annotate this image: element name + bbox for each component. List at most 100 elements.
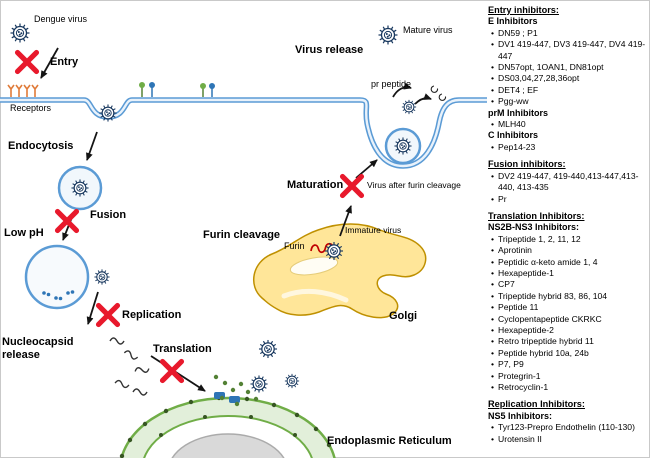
arrow-pr-release-2 bbox=[414, 93, 432, 105]
bullet-marker: • bbox=[491, 62, 495, 73]
inhibitor-item: •Urotensin II bbox=[488, 434, 647, 445]
bullet-marker: • bbox=[491, 73, 495, 84]
inhibitor-panel: Entry inhibitors:E Inhibitors•DN59 ; P1•… bbox=[488, 5, 647, 445]
inhibitor-heading: E Inhibitors bbox=[488, 16, 538, 27]
pr-peptide-bits bbox=[430, 85, 447, 101]
transport-virus-icon bbox=[249, 374, 269, 394]
arrow-nucleocapsid-release bbox=[86, 291, 99, 325]
bullet-marker: • bbox=[491, 336, 495, 347]
bullet-marker: • bbox=[491, 84, 495, 95]
inhibitor-heading: C Inhibitors bbox=[488, 130, 538, 141]
inhibitor-item-text: Tripeptide 1, 2, 11, 12 bbox=[498, 233, 581, 244]
bullet-marker: • bbox=[491, 347, 495, 358]
bullet-marker: • bbox=[491, 193, 495, 204]
bullet-marker: • bbox=[491, 279, 495, 290]
inhibitor-item-text: DV2 419-447, 419-440,413-447,413-440, 41… bbox=[498, 170, 639, 193]
cell-diagram bbox=[0, 22, 487, 458]
inhibitor-item: •Pr bbox=[488, 194, 647, 205]
released-virus-icon bbox=[401, 99, 417, 115]
inhibitor-item-text: Pgg-ww bbox=[498, 96, 529, 107]
bullet-marker: • bbox=[491, 245, 495, 256]
bullet-marker: • bbox=[491, 422, 495, 433]
inhibitor-item-text: Peptide hybrid 10a, 24b bbox=[498, 347, 589, 358]
inhibitor-item: •Cyclopentapeptide CKRKC bbox=[488, 314, 647, 325]
inhibitor-heading: Translation Inhibitors: bbox=[488, 210, 585, 221]
inhibitor-item: •DET4 ; EF bbox=[488, 85, 647, 96]
inhibitor-item: •DV2 419-447, 419-440,413-447,413-440, 4… bbox=[488, 171, 647, 194]
inhibitor-item-text: DET4 ; EF bbox=[498, 84, 539, 95]
inhibitor-item: •Hexapeptide-2 bbox=[488, 325, 647, 336]
bullet-marker: • bbox=[491, 359, 495, 370]
nucleocapsid-release-label: Nucleocapsid release bbox=[2, 336, 74, 361]
bullet-marker: • bbox=[491, 141, 495, 152]
bullet-marker: • bbox=[491, 27, 495, 38]
bullet-marker: • bbox=[491, 433, 495, 444]
inhibitor-item: •CP7 bbox=[488, 279, 647, 290]
arrow-entry bbox=[40, 47, 59, 79]
inhibitor-item: •MLH40 bbox=[488, 119, 647, 130]
ribosome-dots bbox=[119, 395, 332, 458]
bullet-marker: • bbox=[491, 96, 495, 107]
bullet-marker: • bbox=[491, 290, 495, 301]
inhibitor-item-text: Aprotinin bbox=[498, 245, 532, 256]
furin-label: Furin bbox=[284, 241, 305, 251]
inhibitor-item-text: CP7 bbox=[498, 279, 515, 290]
inhibitor-item: •Pep14-23 bbox=[488, 142, 647, 153]
inhibitor-item-text: Hexapeptide-2 bbox=[498, 324, 554, 335]
endosome-proteins bbox=[42, 290, 75, 301]
bullet-marker: • bbox=[491, 233, 495, 244]
bullet-marker: • bbox=[491, 256, 495, 267]
bullet-marker: • bbox=[491, 302, 495, 313]
inhibitor-item-text: Hexapeptide-1 bbox=[498, 267, 554, 278]
bullet-marker: • bbox=[491, 382, 495, 392]
inhibitor-item: •Hexapeptide-1 bbox=[488, 268, 647, 279]
inhibitor-item-text: Peptide 11 bbox=[498, 302, 539, 313]
inhibitor-item: •Aprotinin bbox=[488, 245, 647, 256]
arrow-pr-release-1 bbox=[392, 82, 412, 98]
inhibitor-item-text: Tyr123-Prepro Endothelin (110-130) bbox=[498, 422, 635, 433]
inhibitor-item-text: Pep14-23 bbox=[498, 141, 536, 152]
mature-virus-label: Mature virus bbox=[403, 25, 453, 35]
inhibitor-item-text: DN57opt, 1OAN1, DN81opt bbox=[498, 62, 604, 73]
furin-enzyme-icon bbox=[310, 242, 334, 254]
inhibitor-heading: Replication Inhibitors: bbox=[488, 399, 585, 410]
rna-squiggle-icons bbox=[109, 337, 151, 396]
entry-label: Entry bbox=[50, 56, 79, 68]
furin-cleavage-label: Furin cleavage bbox=[203, 229, 281, 241]
immature-virus-label: Immature virus bbox=[345, 225, 402, 235]
inhibitor-item: •Tripeptide 1, 2, 11, 12 bbox=[488, 234, 647, 245]
inhibitor-item: •P7, P9 bbox=[488, 359, 647, 370]
inhibitor-heading: NS5 Inhibitors: bbox=[488, 410, 553, 421]
bullet-marker: • bbox=[491, 324, 495, 335]
arrow-to-maturation bbox=[339, 205, 352, 237]
inhibitor-item: •Tripeptide hybrid 83, 86, 104 bbox=[488, 291, 647, 302]
golgi-shape bbox=[253, 223, 427, 319]
bullet-marker: • bbox=[491, 267, 495, 278]
bullet-marker: • bbox=[491, 119, 495, 130]
entry-x-icon bbox=[18, 53, 37, 72]
inhibitor-item-text: MLH40 bbox=[498, 119, 526, 130]
replication-x-icon bbox=[99, 306, 118, 325]
translation-x-icon bbox=[163, 362, 182, 381]
arrow-endocytosis bbox=[86, 131, 98, 161]
replication-label: Replication bbox=[122, 309, 182, 321]
inhibitor-item-text: DV1 419-447, DV3 419-447, DV4 419-447 bbox=[498, 39, 646, 61]
inhibitor-item-text: P7, P9 bbox=[498, 359, 524, 370]
maturation-x-icon bbox=[343, 177, 362, 196]
nucleocapsid-icon bbox=[93, 268, 111, 286]
inhibitor-item-text: DS03,04,27,28,36opt bbox=[498, 73, 580, 84]
transport-virus-icon bbox=[258, 339, 278, 359]
inhibitor-item-text: Cyclopentapeptide CKRKC bbox=[498, 313, 602, 324]
inhibitor-item: •DS03,04,27,28,36opt bbox=[488, 73, 647, 84]
membrane-protein-icons bbox=[139, 82, 215, 97]
virus-release-label: Virus release bbox=[295, 44, 364, 56]
endocytosis-label: Endocytosis bbox=[8, 140, 74, 152]
receptor-icons bbox=[7, 84, 39, 97]
translocon-icon bbox=[229, 396, 240, 403]
inhibitor-item: •Peptide 11 bbox=[488, 302, 647, 313]
inhibitor-item-text: Retro tripeptide hybrid 11 bbox=[498, 336, 594, 347]
golgi-label: Golgi bbox=[389, 310, 418, 322]
inhibitor-heading: Fusion inhibitors: bbox=[488, 159, 566, 170]
inhibitor-item: •Protegrin-1 bbox=[488, 371, 647, 382]
